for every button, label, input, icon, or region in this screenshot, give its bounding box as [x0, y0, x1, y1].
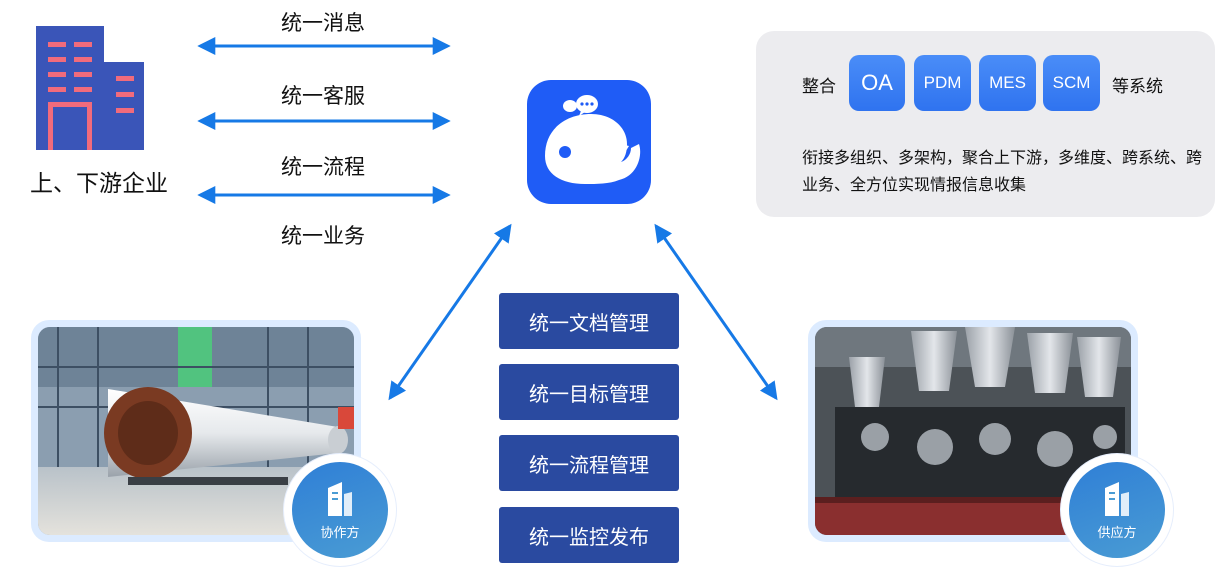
- label-unified-message: 统一消息: [281, 11, 365, 35]
- systems-suffix: 等系统: [1112, 77, 1163, 97]
- supplier-badge: 供应方: [1061, 454, 1173, 566]
- supplier-card: 供应方: [808, 320, 1173, 566]
- mgmt-monitor: 统一监控发布: [499, 507, 679, 563]
- chip-mes: MES: [979, 55, 1036, 111]
- systems-description: 衔接多组织、多架构，聚合上下游，多维度、跨系统、跨业务、全方位实现情报信息收集: [802, 148, 1203, 194]
- label-unified-service: 统一客服: [281, 84, 365, 108]
- building-icon: [36, 26, 144, 150]
- systems-panel: 整合 OA PDM MES SCM 等系统 衔接多组织、多架构，聚合上下游，多维…: [756, 31, 1215, 217]
- mgmt-goal: 统一目标管理: [499, 364, 679, 420]
- chip-oa: OA: [849, 55, 905, 111]
- collaborator-badge: 协作方: [284, 454, 396, 566]
- supplier-label: 供应方: [1097, 526, 1137, 541]
- systems-prefix: 整合: [802, 77, 836, 97]
- collaborator-label: 协作方: [320, 526, 360, 541]
- label-unified-business: 统一业务: [281, 224, 365, 248]
- chip-scm: SCM: [1043, 55, 1100, 111]
- building-icon: [1105, 482, 1129, 516]
- mgmt-process: 统一流程管理: [499, 435, 679, 491]
- whale-chat-icon: [545, 95, 641, 184]
- chip-pdm: PDM: [914, 55, 971, 111]
- enterprise-label: 上、下游企业: [30, 171, 168, 197]
- mgmt-document: 统一文档管理: [499, 293, 679, 349]
- collaborator-card: 协作方: [31, 320, 396, 566]
- enterprise-group: 上、下游企业: [14, 22, 184, 202]
- arrow-collaborator: [388, 223, 512, 401]
- building-icon: [328, 482, 352, 516]
- arrow-supplier: [654, 223, 778, 401]
- rocket-engines-photo: [815, 327, 1131, 535]
- label-unified-process: 统一流程: [281, 155, 365, 179]
- app-logo: [527, 80, 651, 204]
